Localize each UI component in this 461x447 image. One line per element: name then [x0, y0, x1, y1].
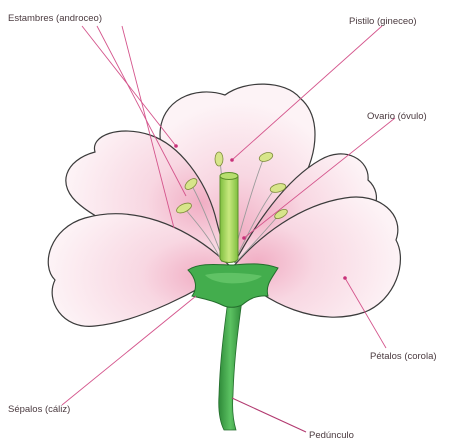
label-pedunculo: Pedúnculo	[309, 430, 354, 441]
label-ovario: Ovario (óvulo)	[367, 111, 427, 122]
stem	[219, 300, 242, 430]
label-estambres: Estambres (androceo)	[8, 13, 102, 24]
sepals	[188, 264, 278, 307]
label-sepalos: Sépalos (cáliz)	[8, 404, 70, 415]
label-petalos: Pétalos (corola)	[370, 351, 437, 362]
label-pistilo: Pistilo (gineceo)	[349, 16, 417, 27]
pistil	[220, 173, 238, 263]
